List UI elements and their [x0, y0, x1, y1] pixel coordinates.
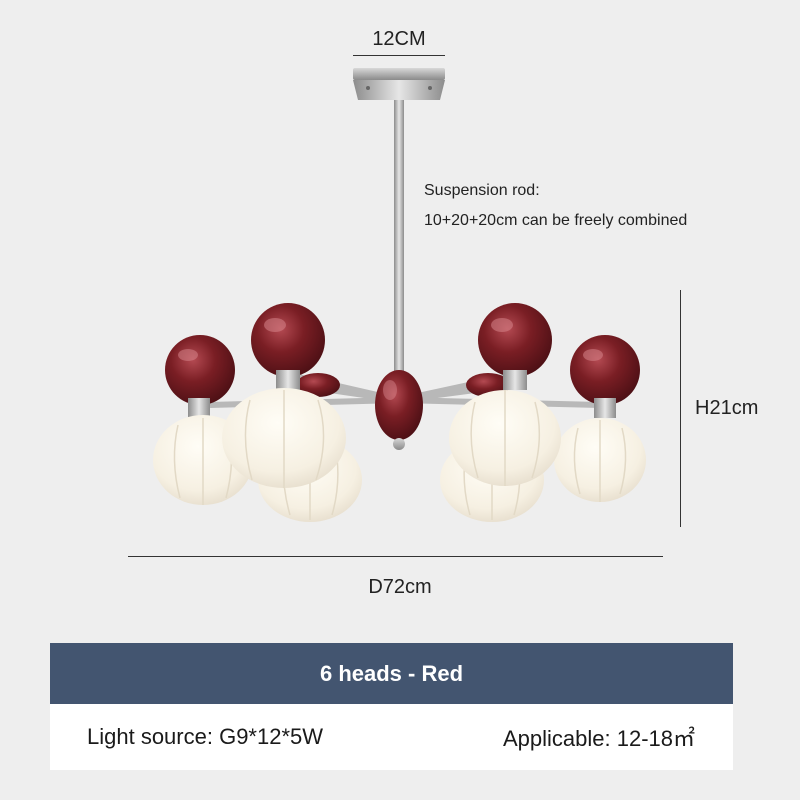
- variant-label: 6 heads - Red: [319, 660, 464, 686]
- suspension-rod: [394, 100, 404, 380]
- head-front-left: [222, 303, 346, 488]
- center-body: [375, 370, 423, 450]
- specs-bar: Light source: G9*12*5W Applicable: 12-18…: [50, 704, 733, 770]
- height-label: H21cm: [695, 397, 759, 419]
- diameter-label: D72cm: [368, 576, 432, 598]
- suspension-note: Suspension rod: 10+20+20cm can be freely…: [424, 176, 687, 236]
- suspension-title: Suspension rod:: [424, 182, 540, 199]
- head-front-right: [449, 303, 561, 486]
- applicable-area-spec: Applicable: 12-18㎡: [502, 726, 695, 751]
- variant-banner: 6 heads - Red: [50, 643, 733, 704]
- light-source-spec: Light source: G9*12*5W: [87, 724, 324, 749]
- suspension-detail: 10+20+20cm can be freely combined: [424, 212, 688, 229]
- head-right: [554, 335, 646, 502]
- top-width-label: 12CM: [372, 28, 426, 50]
- canopy: [353, 68, 445, 100]
- diameter-line: [128, 556, 663, 557]
- top-width-line: [353, 55, 445, 56]
- height-line: [680, 290, 681, 527]
